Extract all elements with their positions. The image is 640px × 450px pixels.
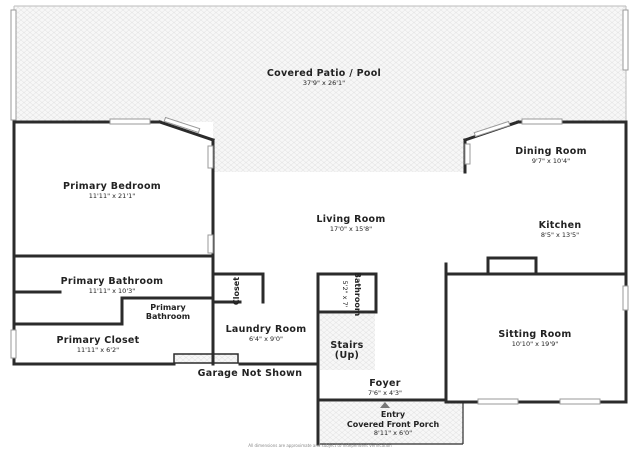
triangle-up-icon	[380, 402, 390, 408]
primary-bedroom-dims: 11'11" x 21'1"	[89, 192, 135, 200]
dining-room-label: Dining Room	[515, 146, 587, 157]
kitchen-dims: 8'5" x 13'5"	[541, 231, 579, 239]
primary-bathroom-dims: 11'11" x 10'3"	[89, 287, 135, 295]
garage-note: Garage Not Shown	[198, 368, 303, 379]
closet-label: Closet	[232, 277, 241, 305]
sitting-room-dims: 10'10" x 19'9"	[512, 340, 558, 348]
laundry-room-dims: 6'4" x 9'0"	[249, 335, 283, 343]
covered-patio-area	[10, 5, 629, 172]
stairs-label-line1: Stairs	[330, 340, 363, 351]
living-room-dims: 17'0" x 15'8"	[330, 225, 372, 233]
stairs-area	[320, 314, 375, 370]
primary-bathroom-small-label-line1: Primary	[150, 303, 186, 312]
dining-room-dims: 9'7" x 10'4"	[532, 157, 570, 165]
sitting-room-label: Sitting Room	[498, 329, 571, 340]
bathroom-label: Bathroom	[353, 272, 362, 316]
primary-closet-dims: 11'11" x 6'2"	[77, 346, 119, 354]
foyer-dims: 7'6" x 4'3"	[368, 389, 402, 397]
primary-bathroom-label: Primary Bathroom	[61, 276, 164, 287]
primary-bedroom-label: Primary Bedroom	[63, 181, 161, 192]
walls	[12, 120, 628, 446]
primary-closet-label: Primary Closet	[57, 335, 140, 346]
covered-patio-dims: 37'9" x 26'1"	[303, 79, 345, 87]
foyer-label: Foyer	[369, 378, 400, 389]
covered-patio-label: Covered Patio / Pool	[267, 68, 381, 79]
bathroom-dims: 5'2" x 7'	[341, 281, 349, 308]
garage-wall-hatch	[173, 353, 239, 364]
front-porch-area	[320, 402, 463, 444]
living-room-label: Living Room	[316, 214, 385, 225]
front-porch-label: Covered Front Porch	[347, 420, 440, 429]
laundry-room-label: Laundry Room	[226, 324, 307, 335]
front-porch-dims: 8'11" x 6'0"	[374, 429, 412, 437]
windows	[10, 116, 629, 405]
primary-bathroom-small-label-line2: Bathroom	[146, 312, 190, 321]
kitchen-label: Kitchen	[539, 220, 582, 231]
entry-label: Entry	[381, 410, 406, 419]
footer-disclaimer: All dimensions are approximate and subje…	[248, 443, 392, 448]
stairs-label-line2: (Up)	[335, 350, 359, 361]
